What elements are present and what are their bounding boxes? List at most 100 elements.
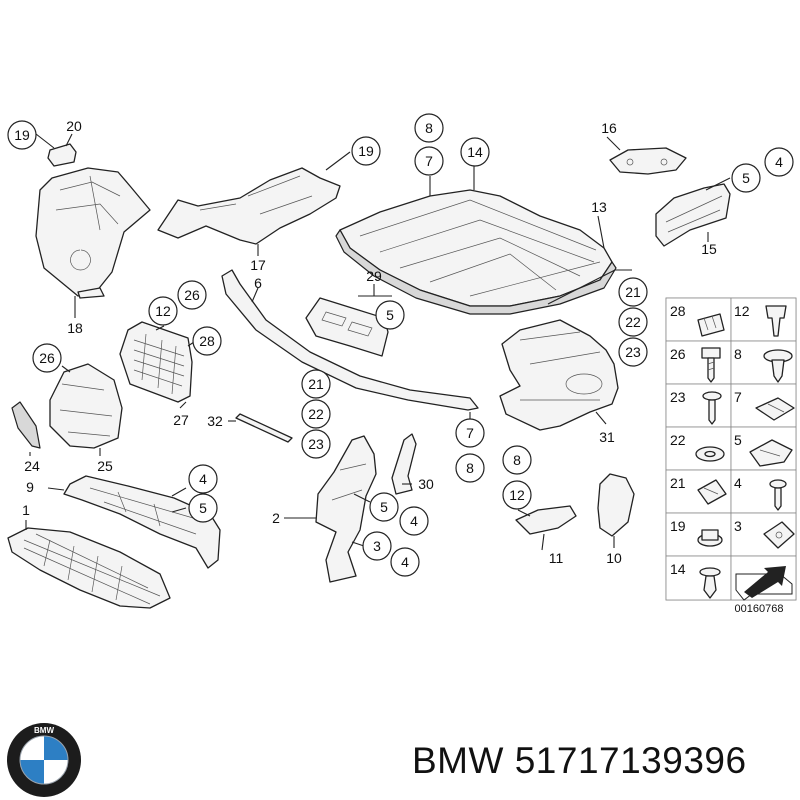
part-20-clip: [47, 143, 77, 167]
svg-text:13: 13: [591, 199, 607, 215]
legend-8: 8: [734, 346, 742, 362]
svg-text:29: 29: [366, 268, 382, 284]
legend-3: 3: [734, 518, 742, 534]
brand-name: BMW: [412, 740, 504, 781]
svg-text:18: 18: [67, 320, 83, 336]
callout-30: 30: [418, 476, 434, 492]
part-17-inner-panel: [157, 167, 341, 245]
svg-text:22: 22: [308, 406, 324, 422]
fastener-legend: 28 12 26 8 23 7 22 5 21 4 19 3 14: [665, 297, 797, 615]
bmw-logo-icon: BMW: [7, 723, 81, 797]
legend-22: 22: [670, 432, 686, 448]
legend-26: 26: [670, 346, 686, 362]
callout-4-lower-a: 4: [399, 506, 429, 536]
callout-2: 2: [272, 510, 280, 526]
callout-8-lower: 8: [502, 445, 532, 475]
direction-arrow-icon: [735, 566, 793, 601]
fastener-14-icon: [699, 567, 721, 599]
callout-27: 27: [173, 412, 189, 428]
callout-21-right: 21: [618, 277, 648, 307]
callout-31: 31: [599, 429, 615, 445]
fastener-23-icon: [702, 391, 722, 425]
part-2-bracket: [315, 435, 377, 583]
legend-23: 23: [670, 389, 686, 405]
fastener-21-icon: [697, 479, 727, 505]
svg-text:11: 11: [549, 550, 564, 566]
svg-text:7: 7: [466, 425, 474, 441]
part-10-cover: [597, 473, 635, 537]
callout-12-left: 12: [148, 296, 178, 326]
svg-text:4: 4: [410, 513, 418, 529]
svg-text:22: 22: [625, 314, 641, 330]
fastener-5-icon: [749, 439, 793, 467]
svg-text:8: 8: [466, 460, 474, 476]
svg-text:4: 4: [401, 554, 409, 570]
svg-text:24: 24: [24, 458, 40, 474]
fastener-12-icon: [765, 305, 787, 337]
legend-12: 12: [734, 303, 750, 319]
svg-text:8: 8: [513, 452, 521, 468]
callout-24: 24: [24, 458, 40, 474]
callout-8-top: 8: [414, 113, 444, 143]
part-9-cross-member: [63, 475, 221, 569]
callout-22-right: 22: [618, 307, 648, 337]
callout-14: 14: [460, 137, 490, 167]
part-18-wheel-arch-liner: [35, 167, 151, 299]
callout-12-lower: 12: [502, 480, 532, 510]
svg-text:4: 4: [199, 471, 207, 487]
callout-4-lower-b: 4: [390, 547, 420, 577]
svg-text:17: 17: [250, 257, 266, 273]
callout-25: 25: [97, 458, 113, 474]
svg-text:5: 5: [199, 500, 207, 516]
svg-text:25: 25: [97, 458, 113, 474]
callout-11: 11: [549, 550, 564, 566]
svg-text:15: 15: [701, 241, 717, 257]
svg-text:8: 8: [425, 120, 433, 136]
part-32-rod: [235, 413, 293, 443]
svg-text:21: 21: [625, 284, 641, 300]
callout-20: 20: [66, 118, 82, 134]
svg-text:28: 28: [199, 333, 215, 349]
callout-3: 3: [362, 531, 392, 561]
part-13-underbody-shield: [335, 189, 617, 315]
callout-8-mid: 8: [455, 453, 485, 483]
part-30-bracket: [391, 433, 417, 495]
svg-text:5: 5: [380, 499, 388, 515]
svg-text:BMW: BMW: [34, 726, 54, 735]
callout-13: 13: [591, 199, 607, 215]
callout-29: 29: [366, 268, 382, 284]
callout-5-right: 5: [731, 163, 761, 193]
legend-21: 21: [670, 475, 686, 491]
callout-5-left: 5: [188, 493, 218, 523]
svg-text:23: 23: [308, 436, 324, 452]
svg-text:19: 19: [358, 143, 374, 159]
svg-text:7: 7: [425, 153, 433, 169]
legend-4: 4: [734, 475, 742, 491]
callout-26-left-top: 26: [177, 280, 207, 310]
fastener-22-icon: [695, 446, 725, 462]
svg-text:4: 4: [775, 154, 783, 170]
callout-15: 15: [701, 241, 717, 257]
legend-5: 5: [734, 432, 742, 448]
fastener-7-icon: [755, 397, 795, 421]
svg-text:31: 31: [599, 429, 615, 445]
brand-part-number: BMW 51717139396: [412, 740, 747, 782]
fastener-19-icon: [697, 529, 723, 547]
part-29-bracket: [305, 297, 389, 357]
part-number: 51717139396: [514, 740, 747, 781]
legend-14: 14: [670, 561, 686, 577]
svg-text:19: 19: [14, 127, 30, 143]
callout-10: 10: [606, 550, 622, 566]
svg-text:2: 2: [272, 510, 280, 526]
part-1-lower-grille: [7, 527, 171, 609]
callout-23-right: 23: [618, 337, 648, 367]
callout-5-lower: 5: [369, 492, 399, 522]
fastener-26-icon: [701, 347, 721, 383]
svg-text:14: 14: [467, 144, 483, 160]
svg-text:27: 27: [173, 412, 189, 428]
callout-4-right: 4: [764, 147, 794, 177]
callout-21-mid: 21: [301, 369, 331, 399]
callout-6: 6: [254, 275, 262, 291]
svg-text:16: 16: [601, 120, 617, 136]
